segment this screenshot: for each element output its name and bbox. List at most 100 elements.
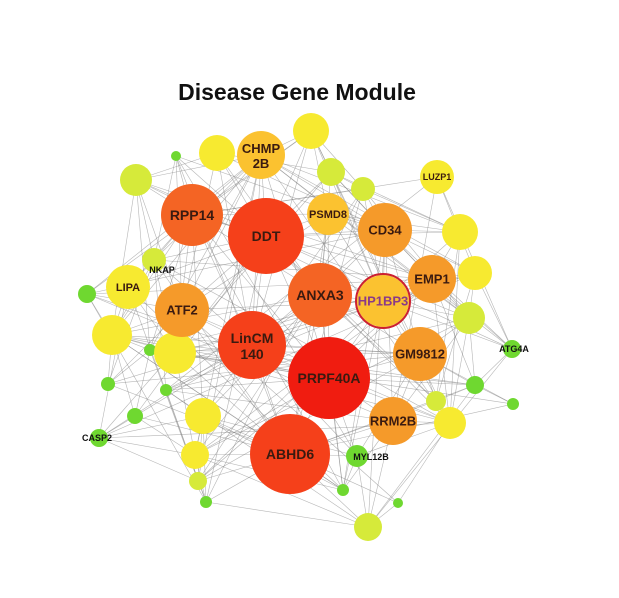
node-circle <box>142 248 166 272</box>
gene-node-hp1bp3: HP1BP3 <box>355 273 411 329</box>
gene-node-atf2: ATF2 <box>155 283 209 337</box>
node-circle <box>200 496 212 508</box>
gene-node-y6 <box>154 332 196 374</box>
node-circle <box>453 302 485 334</box>
node-circle <box>434 407 466 439</box>
gene-node-casp2: CASP2 <box>82 429 112 447</box>
gene-node-y3 <box>442 214 478 250</box>
node-circle <box>466 376 484 394</box>
node-circle <box>317 158 345 186</box>
network-edge <box>98 437 199 482</box>
node-label: RPP14 <box>170 207 215 223</box>
gene-node-prpf40a: PRPF40A <box>288 337 370 419</box>
node-circle <box>293 113 329 149</box>
node-label: DDT <box>252 228 281 244</box>
node-circle <box>346 445 368 467</box>
gene-node-yg7 <box>189 472 207 490</box>
node-circle <box>228 198 304 274</box>
gene-node-y4 <box>458 256 492 290</box>
node-circle <box>442 214 478 250</box>
network-edge <box>330 171 461 233</box>
node-label: NKAP <box>149 265 175 275</box>
node-circle <box>101 377 115 391</box>
network-edge <box>111 294 321 336</box>
network-edge <box>98 286 129 439</box>
gene-node-g11 <box>144 344 156 356</box>
node-circle <box>507 398 519 410</box>
gene-node-g9 <box>337 484 349 496</box>
gene-node-cd34: CD34 <box>358 203 412 257</box>
gene-node-luzp1: LUZP1 <box>420 160 454 194</box>
node-label: RRM2B <box>370 414 416 429</box>
node-circle <box>189 472 207 490</box>
gene-node-atg4a: ATG4A <box>499 340 529 358</box>
node-label: PSMD8 <box>309 209 347 221</box>
network-edge <box>330 171 421 355</box>
gene-node-g1 <box>171 151 181 161</box>
network-edge <box>449 231 461 424</box>
network-edge <box>107 349 151 385</box>
highlight-ring <box>355 273 411 329</box>
network-edge <box>135 179 151 351</box>
node-label: PRPF40A <box>297 370 360 386</box>
diagram-title: Disease Gene Module <box>178 79 416 105</box>
node-circle <box>369 397 417 445</box>
node-circle <box>171 151 181 161</box>
node-label: CD34 <box>368 223 402 238</box>
node-circle <box>127 408 143 424</box>
node-circle <box>307 193 349 235</box>
node-label: LUZP1 <box>423 172 452 182</box>
gene-node-yg6 <box>354 513 382 541</box>
gene-node-emp1: EMP1 <box>408 255 456 303</box>
node-circle <box>358 203 412 257</box>
node-label: ANXA3 <box>296 287 344 303</box>
network-edge <box>111 179 137 336</box>
node-circle <box>78 285 96 303</box>
node-circle <box>337 484 349 496</box>
gene-node-yg1 <box>120 164 152 196</box>
gene-node-y7 <box>185 398 221 434</box>
node-layer: ATG4ACASP2MYL12BNKAPLUZP1PSMD8LIPAEMP1RR… <box>78 113 529 541</box>
network-edge <box>449 317 470 424</box>
gene-node-ddt: DDT <box>228 198 304 274</box>
node-circle <box>185 398 221 434</box>
gene-node-gm9812: GM9812 <box>393 327 447 381</box>
gene-node-y2 <box>293 113 329 149</box>
gene-node-y1 <box>199 135 235 171</box>
node-circle <box>92 315 132 355</box>
network-edge <box>165 389 394 422</box>
node-circle <box>160 384 172 396</box>
node-label: ATG4A <box>499 344 529 354</box>
node-circle <box>154 332 196 374</box>
network-edge <box>327 213 470 319</box>
node-circle <box>351 177 375 201</box>
node-label: GM9812 <box>395 347 445 362</box>
node-circle <box>426 391 446 411</box>
gene-node-g2 <box>78 285 96 303</box>
gene-node-yg2 <box>317 158 345 186</box>
node-circle <box>288 337 370 419</box>
node-circle <box>218 311 286 379</box>
gene-node-y9 <box>434 407 466 439</box>
gene-node-rrm2b: RRM2B <box>369 397 417 445</box>
gene-node-psmd8: PSMD8 <box>307 193 349 235</box>
node-circle <box>90 429 108 447</box>
node-circle <box>393 498 403 508</box>
node-circle <box>354 513 382 541</box>
node-label: CASP2 <box>82 433 112 443</box>
node-label: ATF2 <box>166 303 198 318</box>
network-edge <box>181 154 262 311</box>
network-edge <box>367 384 476 528</box>
node-label: MYL12B <box>353 452 389 462</box>
node-circle <box>181 441 209 469</box>
gene-node-g6 <box>466 376 484 394</box>
network-edge <box>98 272 476 439</box>
gene-node-abhd6: ABHD6 <box>250 414 330 494</box>
gene-node-y8 <box>181 441 209 469</box>
